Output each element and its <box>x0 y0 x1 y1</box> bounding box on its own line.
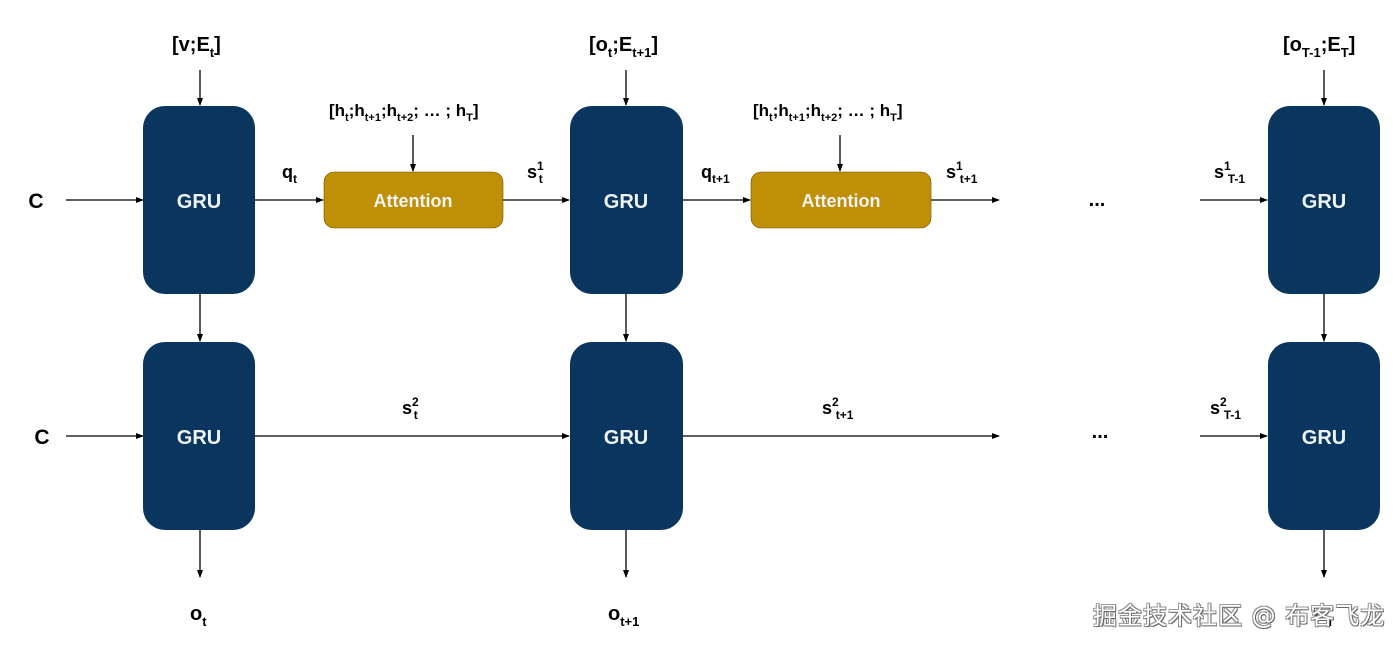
memory-label-1: [ht;ht+1;ht+2; … ; hT] <box>329 101 479 124</box>
output-label-col1: ot <box>190 603 207 629</box>
input-label-col2: [ot;Et+1] <box>589 34 658 60</box>
input-label-col3: [oT-1;ET] <box>1283 34 1355 60</box>
gru-label: GRU <box>604 191 648 213</box>
gru-label: GRU <box>1302 191 1346 213</box>
attention-box-1: Attention <box>323 171 504 229</box>
output-label-col3: oT <box>1314 603 1334 629</box>
context-label-row2: C <box>34 426 49 449</box>
gru-box-l1-c3: GRU <box>1268 106 1380 294</box>
gru-box-l2-c2: GRU <box>570 342 683 530</box>
context-label-row1: C <box>28 190 43 213</box>
gru-label: GRU <box>1302 427 1346 449</box>
gru-label: GRU <box>604 427 648 449</box>
input-label-col1: [v;Et] <box>172 34 221 60</box>
gru-box-l1-c1: GRU <box>143 106 255 294</box>
query-label-1: qt <box>282 162 297 186</box>
gru-box-l2-c1: GRU <box>143 342 255 530</box>
attention-boxes: Attention Attention <box>323 171 932 229</box>
gru-box-l1-c2: GRU <box>570 106 683 294</box>
connections <box>66 70 1327 578</box>
attention-label: Attention <box>374 191 453 211</box>
watermark: 掘金技术社区 @ 布客飞龙 <box>1093 602 1386 630</box>
query-label-2: qt+1 <box>701 162 730 186</box>
gru-box-l2-c3: GRU <box>1268 342 1380 530</box>
gru-boxes: GRU GRU GRU GRU GRU GRU <box>143 106 1380 530</box>
attention-label: Attention <box>802 191 881 211</box>
gru-label: GRU <box>177 191 221 213</box>
ellipsis-row2: ... <box>1092 421 1109 443</box>
attention-box-2: Attention <box>750 171 932 229</box>
memory-label-2: [ht;ht+1;ht+2; … ; hT] <box>753 101 903 124</box>
ellipsis-row1: ... <box>1089 189 1106 211</box>
gru-label: GRU <box>177 427 221 449</box>
output-label-col2: ot+1 <box>608 603 639 629</box>
